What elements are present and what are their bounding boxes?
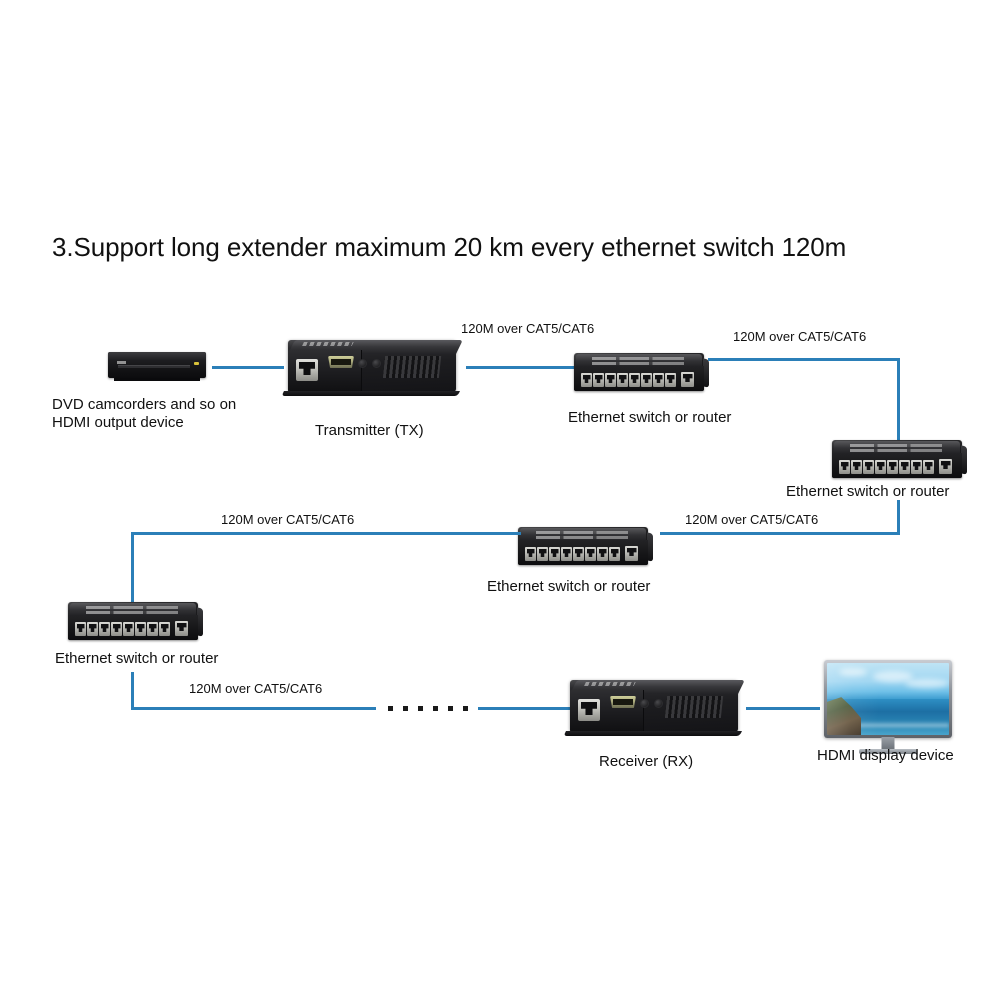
source-label-line1: DVD camcorders and so on (52, 396, 237, 413)
hdmi-extender-receiver-icon (563, 680, 745, 736)
cable-switch4-to-receiver-segment2 (478, 707, 574, 710)
link-label-switch1-to-switch2: 120M over CAT5/CAT6 (733, 329, 867, 344)
switch-port (597, 547, 608, 561)
cable-transmitter-to-switch1 (466, 366, 574, 369)
cable-switch1-to-switch2-vertical (897, 358, 900, 442)
cable-dvd-to-transmitter (212, 366, 284, 369)
hdmi-extender-transmitter-icon (281, 340, 463, 396)
switch-port (609, 547, 620, 561)
cable-switch3-to-switch4-vertical (131, 532, 134, 608)
source-device-label: DVD camcorders and so on HDMI output dev… (52, 396, 236, 433)
source-label-line2: HDMI output device (52, 414, 184, 432)
ethernet-switch-icon-4 (68, 602, 203, 640)
switch-uplink-port (175, 621, 188, 636)
ethernet-switch-icon-1 (574, 353, 709, 391)
switch-port (875, 460, 886, 474)
switch1-label: Ethernet switch or router (568, 409, 732, 426)
switch-port (851, 460, 862, 474)
cable-switch3-to-switch4-horizontal (131, 532, 521, 535)
link-label-tx-to-switch1: 120M over CAT5/CAT6 (461, 321, 595, 336)
switch-port (147, 622, 158, 636)
receiver-label: Receiver (RX) (599, 753, 694, 770)
switch-port (911, 460, 922, 474)
switch-port (923, 460, 934, 474)
switch-uplink-port (625, 546, 638, 561)
ethernet-switch-icon-2 (832, 440, 967, 478)
transmitter-label: Transmitter (TX) (315, 422, 424, 439)
switch2-label: Ethernet switch or router (786, 483, 950, 500)
cable-switch4-to-receiver-vertical (131, 672, 134, 710)
switch-port (605, 373, 616, 387)
ethernet-switch-icon-3 (518, 527, 653, 565)
switch-port (839, 460, 850, 474)
switch-port (159, 622, 170, 636)
switch-port (111, 622, 122, 636)
display-label: HDMI display device (817, 747, 954, 764)
cable-switch1-to-switch2-horizontal (708, 358, 900, 361)
cable-switch2-to-switch3-horizontal (660, 532, 900, 535)
switch-port (99, 622, 110, 636)
switch4-label: Ethernet switch or router (55, 650, 219, 667)
page-title: 3.Support long extender maximum 20 km ev… (52, 232, 847, 262)
switch-port (887, 460, 898, 474)
cable-switch4-to-receiver-segment1 (131, 707, 376, 710)
cable-continuation-dots (388, 706, 468, 711)
switch-port (75, 622, 86, 636)
switch-port (135, 622, 146, 636)
switch3-label: Ethernet switch or router (487, 578, 651, 595)
switch-port (581, 373, 592, 387)
switch-uplink-port (681, 372, 694, 387)
switch-port (561, 547, 572, 561)
switch-port (537, 547, 548, 561)
switch-port (549, 547, 560, 561)
dvd-player-icon (108, 352, 206, 381)
link-label-switch2-to-switch3: 120M over CAT5/CAT6 (685, 512, 819, 527)
switch-port (665, 373, 676, 387)
switch-port (573, 547, 584, 561)
switch-port (617, 373, 628, 387)
switch-port (653, 373, 664, 387)
switch-port (641, 373, 652, 387)
switch-port (585, 547, 596, 561)
link-label-switch4-to-receiver: 120M over CAT5/CAT6 (189, 681, 323, 696)
cable-receiver-to-display (746, 707, 820, 710)
link-label-switch3-to-switch4: 120M over CAT5/CAT6 (221, 512, 355, 527)
switch-port (593, 373, 604, 387)
switch-port (123, 622, 134, 636)
switch-port (863, 460, 874, 474)
cable-switch2-to-switch3-vertical (897, 500, 900, 534)
switch-port (525, 547, 536, 561)
switch-port (87, 622, 98, 636)
switch-port (899, 460, 910, 474)
switch-port (629, 373, 640, 387)
television-icon (824, 660, 952, 754)
switch-uplink-port (939, 459, 952, 474)
